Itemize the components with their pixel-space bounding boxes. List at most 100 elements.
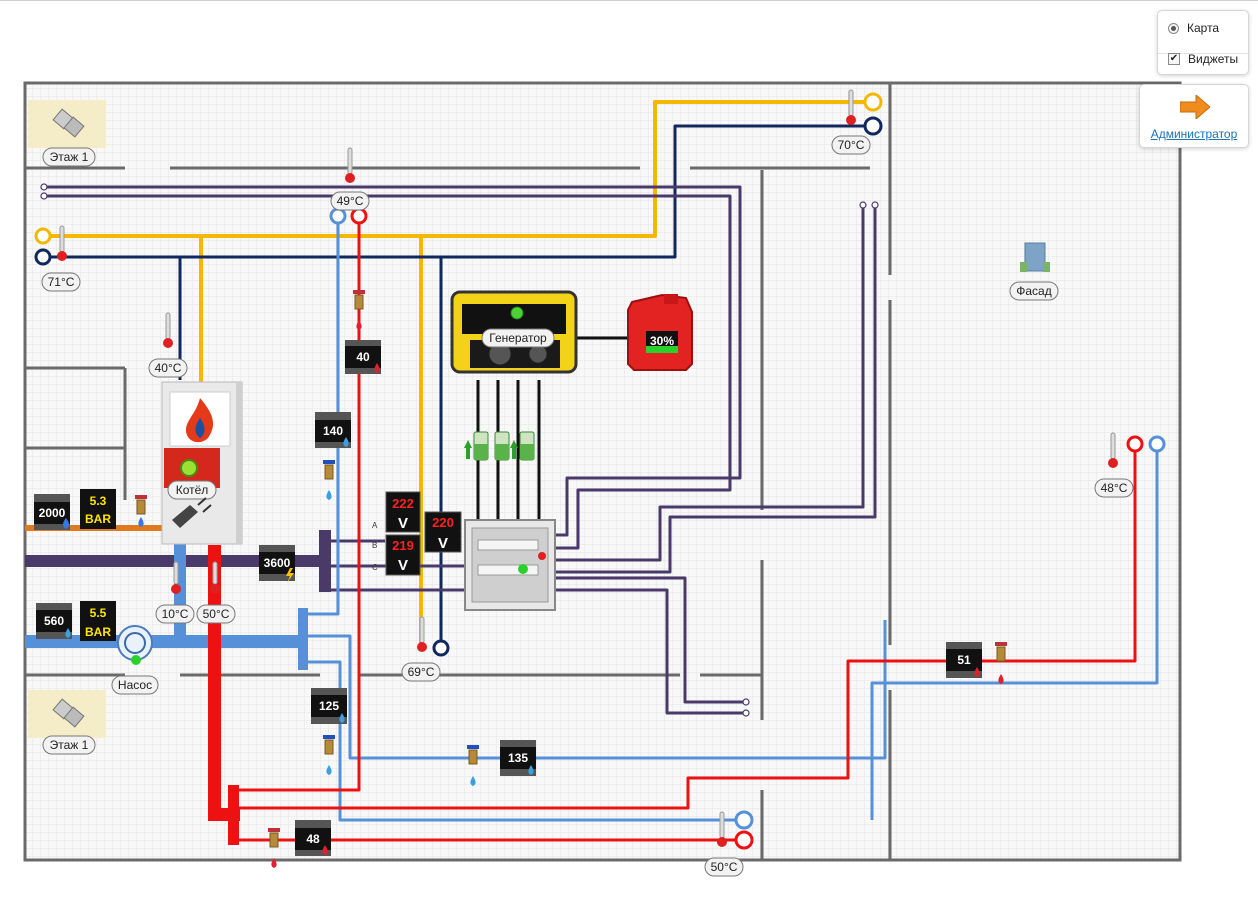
- valve-cold-icon[interactable]: [323, 460, 335, 500]
- svg-text:40: 40: [356, 350, 370, 364]
- arrow-right-icon[interactable]: [1180, 95, 1210, 119]
- room-floor-bottom[interactable]: Этаж 1: [28, 690, 106, 755]
- svg-text:B: B: [372, 541, 377, 550]
- valve-cold-icon[interactable]: [323, 735, 335, 775]
- charge-arrow-icon: [510, 440, 518, 459]
- pressure-gauge-1[interactable]: 5.3 BAR: [80, 489, 116, 529]
- thermometer-71[interactable]: 71°C: [41, 225, 81, 292]
- svg-text:140: 140: [323, 424, 343, 438]
- batteries: [464, 431, 535, 461]
- admin-link[interactable]: Администратор: [1150, 127, 1238, 141]
- room-facade[interactable]: Фасад: [1009, 242, 1059, 301]
- charge-arrow-icon: [464, 440, 472, 459]
- thermometer-70[interactable]: 70°C: [831, 89, 871, 155]
- valve-hot-icon[interactable]: [995, 642, 1007, 684]
- svg-text:3600: 3600: [264, 556, 291, 570]
- svg-text:5.3: 5.3: [90, 494, 107, 508]
- voltage-indicators: A B C 222 V 219 V 220 V: [372, 491, 462, 576]
- top-border: [0, 0, 1258, 1]
- meter-48[interactable]: 48: [295, 820, 331, 856]
- pressure-gauge-2[interactable]: 5.5 BAR: [80, 601, 116, 641]
- svg-text:125: 125: [319, 699, 339, 713]
- meter-51[interactable]: 51: [946, 642, 982, 678]
- svg-text:A: A: [372, 521, 378, 530]
- valves: [135, 290, 1007, 868]
- valve-hot-icon[interactable]: [268, 828, 280, 868]
- checkbox-checked-icon[interactable]: ✔: [1168, 53, 1180, 65]
- svg-text:V: V: [398, 557, 408, 574]
- gas-flame-icon: [63, 518, 69, 529]
- svg-text:C: C: [372, 563, 378, 572]
- boiler-label: Котёл: [176, 483, 209, 497]
- meter-140[interactable]: 140: [315, 412, 351, 448]
- radio-selected-icon[interactable]: [1168, 22, 1179, 34]
- drop-icon: [65, 628, 71, 638]
- svg-text:40°C: 40°C: [155, 361, 182, 375]
- drop-icon: [974, 667, 980, 677]
- thermometer-10[interactable]: 10°C: [155, 561, 195, 624]
- fuel-level-text: 30%: [650, 334, 674, 348]
- room-floor-top[interactable]: Этаж 1: [28, 100, 106, 167]
- room-label-floor-top: Этаж 1: [50, 150, 89, 164]
- electrical-panel[interactable]: [464, 519, 556, 611]
- valve-gas-icon[interactable]: [135, 495, 147, 527]
- thermometer-40[interactable]: 40°C: [148, 312, 188, 378]
- lightning-icon: [286, 568, 294, 583]
- generator[interactable]: Генератор: [450, 290, 578, 374]
- valve-cold-icon[interactable]: [467, 745, 479, 786]
- pump-icon: [117, 625, 153, 661]
- voltage-phase-a[interactable]: 222 V: [385, 491, 421, 533]
- pump[interactable]: Насос: [111, 625, 159, 695]
- voltage-main[interactable]: 220 V: [424, 511, 462, 553]
- svg-text:560: 560: [44, 614, 64, 628]
- room-label-floor-bottom: Этаж 1: [50, 738, 89, 752]
- admin-panel: Администратор: [1139, 84, 1249, 148]
- drop-icon: [374, 363, 380, 373]
- svg-text:69°C: 69°C: [408, 665, 435, 679]
- svg-text:49°C: 49°C: [337, 194, 364, 208]
- meter-560[interactable]: 560: [36, 603, 72, 639]
- meter-3600[interactable]: 3600: [259, 545, 295, 583]
- layer-map-option[interactable]: Карта: [1168, 18, 1219, 38]
- svg-text:10°C: 10°C: [162, 607, 189, 621]
- fuel-can[interactable]: 30%: [627, 293, 693, 371]
- layer-widgets-option[interactable]: ✔ Виджеты: [1168, 49, 1238, 69]
- thermometer-48[interactable]: 48°C: [1094, 432, 1134, 498]
- layer-control: Карта ✔ Виджеты: [1157, 10, 1249, 75]
- layer-map-label: Карта: [1187, 21, 1220, 35]
- thermometer-50-bottom[interactable]: 50°C: [704, 811, 744, 877]
- svg-text:48: 48: [306, 832, 320, 846]
- thermometer-49[interactable]: 49°C: [330, 147, 370, 211]
- temperature-sensors: 70°C 49°C 71°C 40°C 10°C 50°C: [41, 89, 1134, 877]
- svg-text:48°C: 48°C: [1101, 481, 1128, 495]
- meter-2000[interactable]: 2000: [34, 494, 70, 530]
- thermometer-69[interactable]: 69°C: [401, 616, 441, 682]
- valve-hot-icon[interactable]: [353, 290, 365, 330]
- svg-text:V: V: [398, 515, 408, 532]
- voltage-phase-b[interactable]: 219 V: [385, 534, 421, 576]
- thermometer-50-boiler[interactable]: 50°C: [196, 561, 236, 624]
- drop-icon: [339, 713, 345, 723]
- svg-text:BAR: BAR: [85, 512, 111, 526]
- svg-text:135: 135: [508, 751, 528, 765]
- tiles-icon: [52, 698, 85, 728]
- power-plug-icon: [172, 497, 212, 528]
- meter-135[interactable]: 135: [500, 740, 536, 776]
- drop-icon: [343, 437, 349, 447]
- svg-text:2000: 2000: [39, 506, 66, 520]
- divider: [1158, 53, 1248, 54]
- meter-125[interactable]: 125: [311, 688, 347, 724]
- meter-40[interactable]: 40: [345, 340, 381, 374]
- room-label-facade: Фасад: [1016, 284, 1051, 298]
- svg-text:BAR: BAR: [85, 625, 111, 639]
- svg-text:70°C: 70°C: [838, 138, 865, 152]
- pump-label: Насос: [118, 678, 152, 692]
- svg-text:222: 222: [392, 496, 414, 511]
- drop-icon: [322, 845, 328, 855]
- svg-text:5.5: 5.5: [90, 606, 107, 620]
- status-led-icon: [180, 459, 198, 477]
- boiler[interactable]: Котёл: [161, 381, 243, 545]
- layer-widgets-label: Виджеты: [1188, 52, 1239, 66]
- meters: 40 140 2000 3600 560 125: [34, 340, 982, 856]
